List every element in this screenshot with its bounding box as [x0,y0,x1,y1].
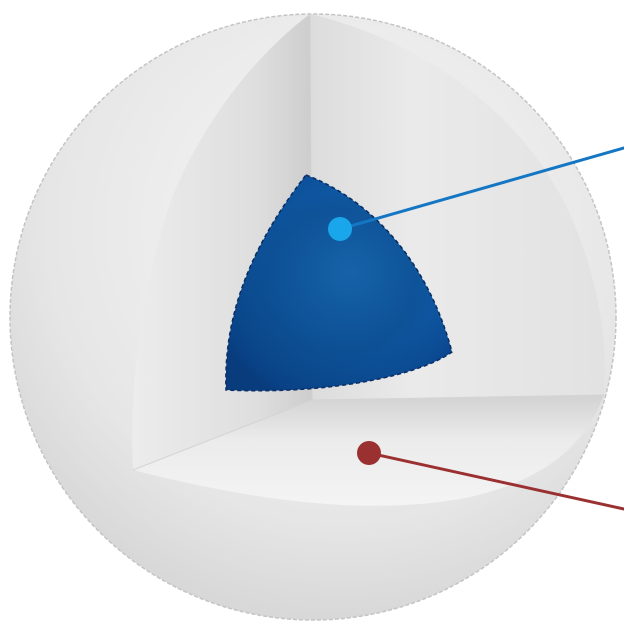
core-callout-dot [328,217,352,241]
shell-callout-dot [357,441,381,465]
shell-callout-line [367,451,624,511]
inner-core [225,174,453,392]
core-callout-line [338,146,624,231]
callouts-layer [328,146,624,511]
